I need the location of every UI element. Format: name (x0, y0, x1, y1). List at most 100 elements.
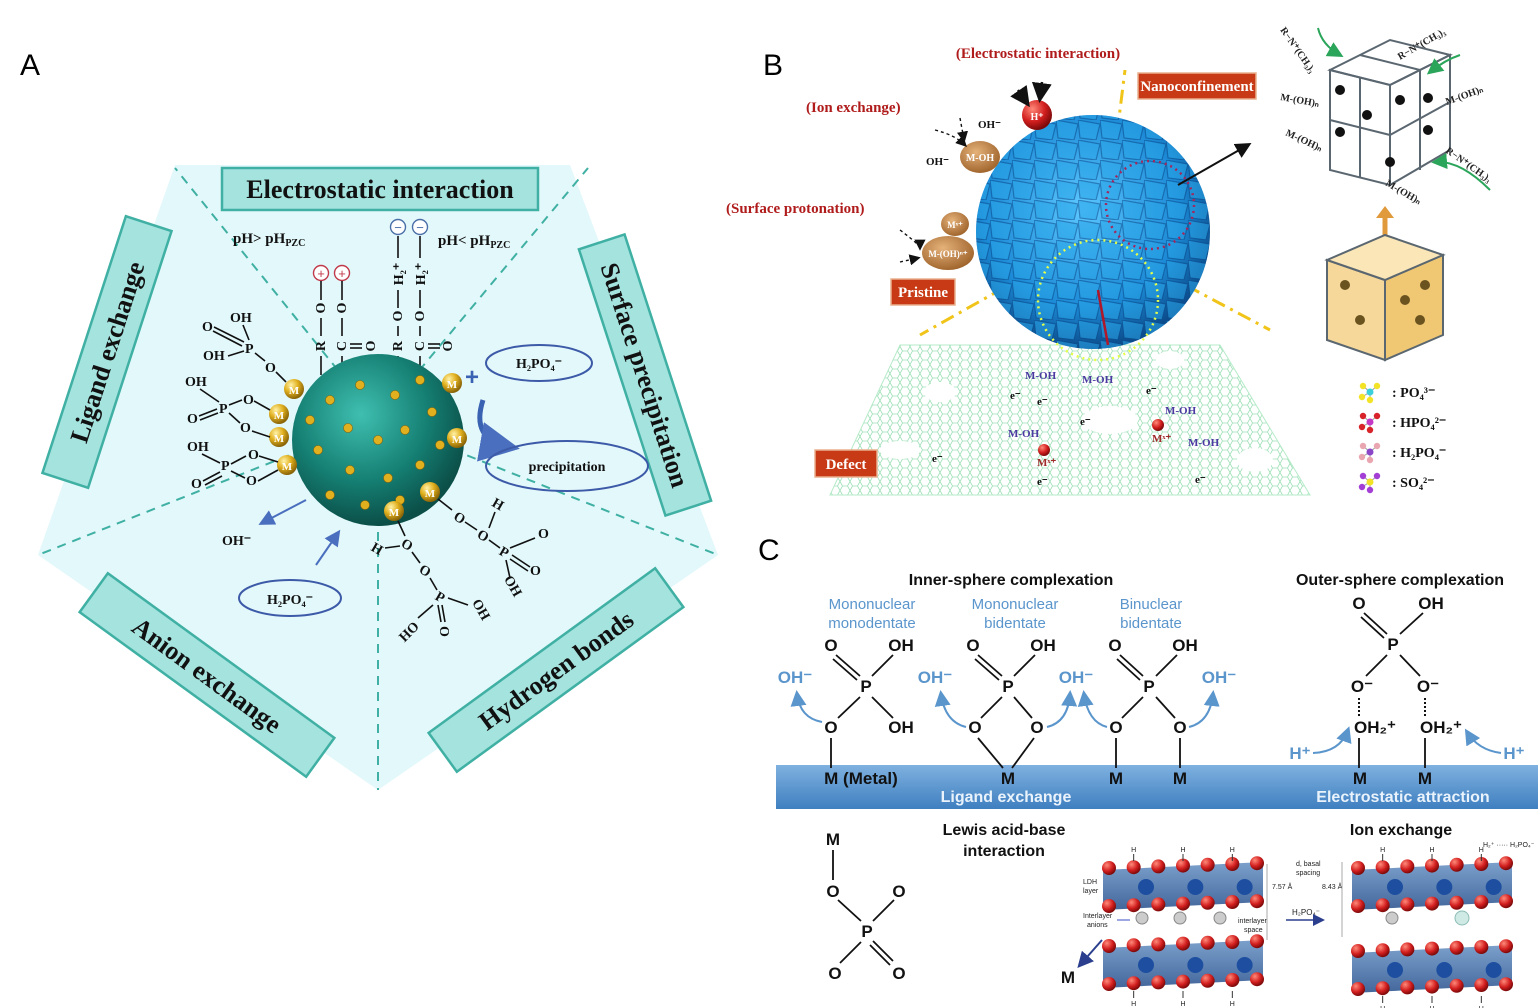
svg-text:OH₂⁺: OH₂⁺ (1354, 718, 1396, 737)
svg-text:e⁻: e⁻ (1080, 416, 1091, 428)
svg-text:M: M (1001, 769, 1015, 788)
svg-text:interlayer: interlayer (1238, 918, 1267, 925)
banner-electrostatic-label: Electrostatic interaction (246, 175, 514, 204)
oxygen-atom (1400, 897, 1415, 912)
panel-c-letter: C (758, 534, 780, 567)
plus-icon: + (317, 266, 325, 281)
legend-label: : H₂PO₄⁻ (1392, 446, 1446, 461)
hydrogen-label: H (1479, 1006, 1484, 1008)
oxygen-atom (1225, 973, 1240, 987)
svg-text:O: O (1173, 718, 1186, 737)
ph-low-label: pH< pHPZC (438, 233, 510, 251)
legend-label: : PO₄³⁻ (1392, 386, 1435, 401)
oxygen-atom (1449, 978, 1464, 993)
svg-text:M-(OH)ⁿ⁺: M-(OH)ⁿ⁺ (928, 249, 968, 259)
oh-label: OH⁻ (222, 534, 251, 549)
svg-text:P: P (1387, 635, 1398, 654)
svg-text:O: O (1030, 718, 1043, 737)
oxygen-atom (1225, 857, 1240, 871)
oxygen-atom (1200, 895, 1215, 910)
svg-text:OH: OH (187, 440, 209, 455)
svg-text:H₂⁺: H₂⁺ (414, 263, 429, 285)
plus-icon: + (465, 364, 479, 391)
svg-text:R−N⁺(CH₃)₃: R−N⁺(CH₃)₃ (1443, 145, 1493, 184)
metal-ball: M (269, 404, 289, 424)
svg-text:O: O (314, 302, 329, 313)
svg-text:O: O (364, 340, 379, 351)
metal-atom (1387, 962, 1403, 978)
svg-text:M: M (1173, 769, 1187, 788)
svg-text:O⁻: O⁻ (1417, 677, 1439, 696)
oxygen-atom (1250, 856, 1264, 871)
svg-text:M-OH: M-OH (1082, 374, 1114, 386)
lewis-title: interaction (963, 843, 1045, 860)
divider-line (377, 419, 719, 556)
subtype-label: Binuclear (1120, 596, 1183, 613)
oxygen-atom (1351, 861, 1365, 875)
svg-text:M (Metal): M (Metal) (824, 769, 898, 788)
oxygen-atom (1151, 975, 1166, 990)
svg-text:M: M (452, 434, 463, 446)
oxygen-atom (1200, 857, 1215, 872)
oxygen-atom (1375, 943, 1390, 958)
svg-text:C: C (413, 341, 428, 351)
svg-text:M-OH: M-OH (1165, 405, 1197, 417)
oxygen-atom (1375, 898, 1390, 913)
oxygen-atom (1351, 899, 1365, 913)
subtype-label: Mononuclear (972, 596, 1059, 613)
oxygen-atom (1126, 860, 1141, 875)
m-oh-n-blob: M-(OH)ⁿ⁺ (922, 236, 974, 270)
anion-exchange-group: OH⁻ H₂PO₄⁻ (222, 499, 342, 617)
metal-atom (1236, 879, 1253, 895)
hydrogen-label: H (1131, 847, 1136, 854)
metal-ball: M (447, 428, 467, 448)
panel-b: B (Electrostatic interaction) (Ion excha… (726, 25, 1493, 496)
svg-text:e⁻: e⁻ (1037, 476, 1048, 488)
svg-text:Pristine: Pristine (898, 285, 948, 301)
svg-text:M: M (1109, 769, 1123, 788)
svg-text:Mˣ⁺: Mˣ⁺ (1037, 457, 1057, 469)
svg-text:e⁻: e⁻ (1195, 474, 1206, 486)
metal-ion-balls (1038, 419, 1164, 456)
svg-text:C: C (335, 341, 350, 351)
surface-bar (776, 765, 1538, 809)
oxygen-atom (1102, 899, 1116, 913)
metal-atom (1436, 879, 1453, 895)
svg-text:O: O (892, 964, 905, 983)
subtype-label: bidentate (1120, 615, 1182, 632)
negative-charges: − − (389, 218, 429, 236)
oxygen-atom (1449, 895, 1464, 910)
svg-text:d, basal: d, basal (1296, 861, 1321, 868)
outer-sphere-title: Outer-sphere complexation (1296, 572, 1504, 589)
ldh-annotations: LDH layer Interlayer anions interlayer s… (1061, 842, 1535, 987)
svg-text:OH⁻: OH⁻ (778, 668, 813, 687)
structure-mononuclear-monodentate: Mononuclear O OH P O OH M (Metal) OH⁻ (778, 636, 914, 788)
svg-text:P: P (1002, 677, 1013, 696)
banner-electrostatic: Electrostatic interaction (220, 166, 540, 212)
legend: : PO₄³⁻: HPO₄²⁻: H₂PO₄⁻: SO₄²⁻ (1358, 382, 1446, 494)
svg-text:O⁻: O⁻ (1351, 677, 1373, 696)
surface-precipitation-group: + H₂PO₄⁻ precipitation (465, 344, 649, 492)
svg-text:O: O (826, 882, 839, 901)
minus-icon: − (394, 220, 402, 235)
inner-sphere-title: Inner-sphere complexation (909, 572, 1114, 589)
svg-text:P: P (1143, 677, 1154, 696)
metal-ball: M (277, 455, 297, 475)
svg-text:OH: OH (1172, 636, 1198, 655)
interlayer-anion (1213, 911, 1227, 925)
legend-item: : H₂PO₄⁻ (1358, 442, 1446, 464)
hydrogen-label: H (1380, 1006, 1385, 1008)
m-x-blob: Mˣ⁺ (941, 212, 969, 236)
dashed-arrows (899, 117, 969, 266)
svg-text:M: M (826, 830, 840, 849)
oxygen-atom (1102, 861, 1116, 875)
svg-text:Nanoconfinement: Nanoconfinement (1140, 79, 1253, 95)
svg-text:O: O (530, 564, 541, 579)
svg-text:M: M (274, 410, 285, 422)
oxygen-atom (1250, 934, 1264, 949)
metal-atom (1187, 957, 1204, 973)
svg-text:O: O (248, 448, 259, 463)
oxygen-atom (1375, 860, 1390, 875)
oxygen-atom (1351, 982, 1365, 996)
